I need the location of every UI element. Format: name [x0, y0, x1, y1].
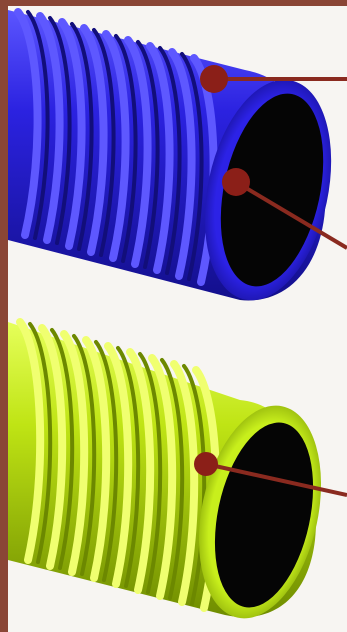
- callout-dot-wall: [194, 452, 218, 476]
- callout-dot-inner-wall: [222, 168, 250, 196]
- blue-corrugated-pipe: [8, 10, 347, 312]
- yellow-green-corrugated-pipe: [8, 322, 339, 630]
- callout-dot-outer-wall: [200, 65, 228, 93]
